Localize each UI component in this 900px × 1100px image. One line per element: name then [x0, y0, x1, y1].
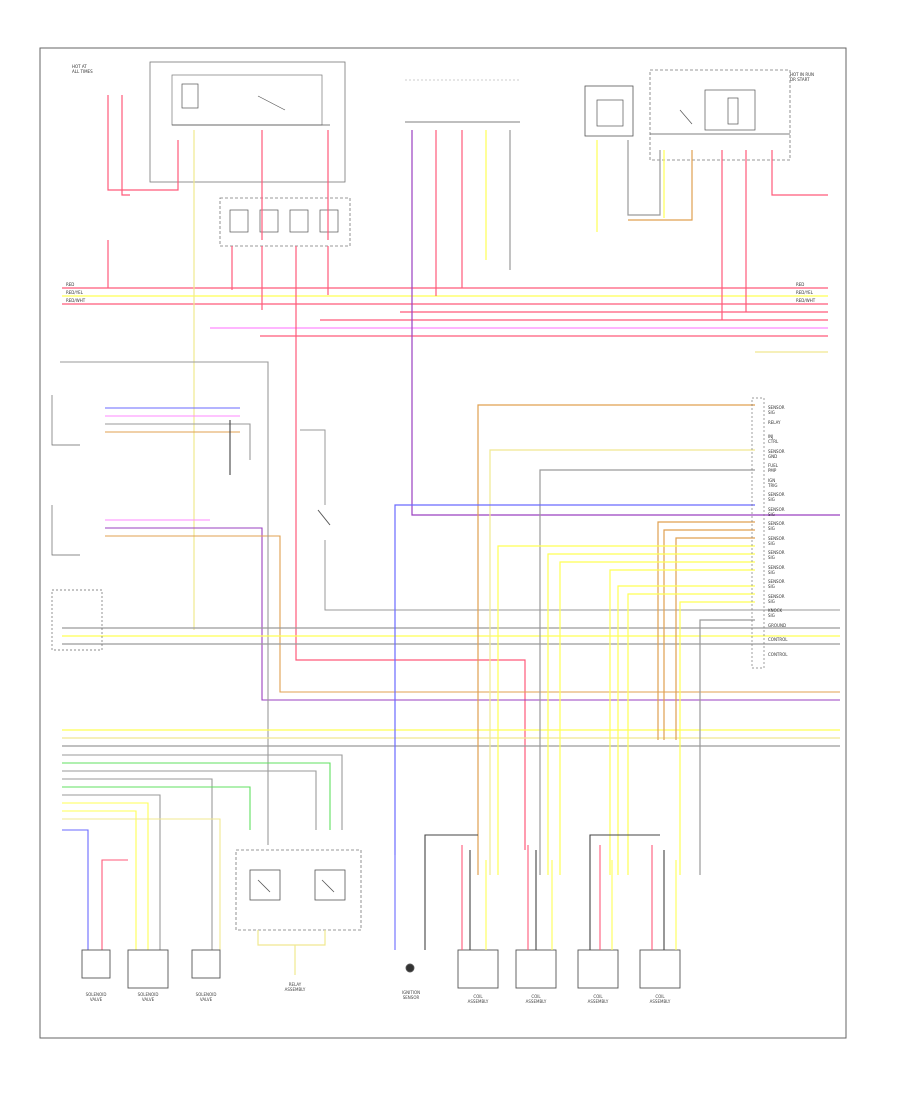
hot-at-all-times-label: HOT AT ALL TIMES: [72, 64, 93, 74]
diagram-frame: [39, 47, 847, 1039]
right-connector-3: RED/YEL: [796, 290, 813, 295]
bottom-relay-ground: [257, 930, 326, 975]
ecm-pin-label: GROUND: [768, 622, 787, 628]
component-label-c7: COIL ASSEMBLY: [525, 994, 547, 1004]
fuse-block: [219, 197, 351, 247]
component-label-c2: SOLENOID VALVE: [137, 992, 159, 1002]
ecm-pin-label: CONTROL: [768, 637, 788, 642]
left-connector-1: RED: [66, 282, 75, 287]
relay-box-right: [649, 69, 791, 161]
top-left-feeds: [107, 95, 526, 850]
ecm-pin-label: SENSOR SIG: [768, 564, 785, 575]
ecm-pin-label: SENSOR SIG: [768, 492, 785, 502]
ecm-pin-label: FUEL PMP: [768, 463, 778, 473]
component-label-c8: COIL ASSEMBLY: [587, 994, 609, 1004]
ecm-pin-label: SENSOR SIG: [768, 535, 785, 546]
sensor-box-topright-inner: [596, 99, 624, 127]
ecm-pin-label: IGN TRIG: [768, 477, 778, 488]
ecm-pin-label: SENSOR SIG: [768, 579, 785, 589]
ecm-pin-label: SENSOR SIG: [768, 506, 785, 517]
component-label-c3: SOLENOID VALVE: [195, 992, 217, 1002]
ecm-pin-label: SENSOR SIG: [768, 521, 785, 531]
bottom-left-wires: [62, 754, 343, 950]
component-label-c5: IGNITION SENSOR: [401, 990, 421, 1000]
bottom-relay-switches: [249, 869, 346, 901]
component-label-c6: COIL ASSEMBLY: [467, 994, 489, 1004]
relay-box-left-inner: [171, 74, 323, 126]
bottom-components: [81, 949, 681, 989]
coil-bundles: [394, 834, 677, 950]
ecm-pin-label: SENSOR SIG: [768, 405, 785, 415]
left-connector-2: RED/YEL: [66, 290, 83, 295]
right-connector-1: RED: [796, 282, 805, 287]
relay-switch-left: [257, 95, 286, 111]
ecm-pin-label: CONTROL: [768, 651, 788, 657]
relay-coil-right: [704, 89, 756, 131]
ecm-pin-label: SENSOR SIG: [768, 550, 785, 560]
center-top-feeds: [411, 130, 840, 516]
ecm-pin-label: RELAY: [768, 419, 781, 425]
ecm-connector: [751, 397, 765, 669]
component-label-c1: SOLENOID VALVE: [85, 992, 107, 1002]
relay-box-left: [149, 61, 346, 183]
left-mid-wires: [60, 361, 840, 845]
ecm-pin-label: KNOCK SIG: [768, 608, 783, 618]
left-connector-3: RED/WHT: [66, 298, 86, 303]
sensor-box-topright: [584, 85, 634, 137]
top-right-feeds: [596, 140, 828, 320]
component-label-c4: RELAY ASSEMBLY: [284, 982, 306, 992]
relay-coil-right-inner: [727, 97, 739, 125]
center-switch: [300, 429, 840, 611]
ecm-feeds: [394, 404, 755, 875]
ecm-pin-label: SENSOR GND: [768, 448, 785, 459]
hot-in-run-label: HOT IN RUN OR START: [790, 72, 815, 82]
ecm-pin-label: INJ CTRL: [768, 434, 779, 444]
bottom-relay-box: [235, 849, 362, 931]
component-label-c9: COIL ASSEMBLY: [649, 994, 671, 1004]
relay-switch-right: [679, 109, 693, 125]
ecm-pin-label: SENSOR SIG: [768, 593, 785, 604]
left-components: [51, 395, 103, 651]
fuse-group: [229, 209, 339, 233]
mid-rails: [62, 627, 840, 747]
power-rails: [62, 287, 828, 353]
right-connector-2: RED/WHT: [796, 298, 816, 303]
relay-coil-left: [181, 83, 199, 109]
